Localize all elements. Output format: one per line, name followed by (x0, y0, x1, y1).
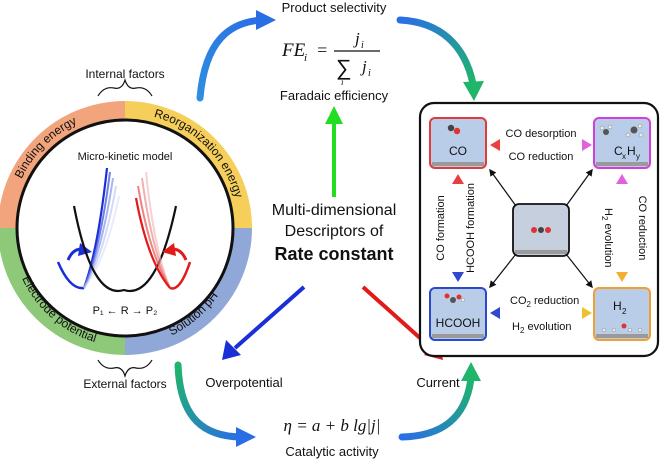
edge-co-cxhy: CO desorption CO reduction (490, 128, 592, 163)
cxhy-c: C (614, 144, 623, 158)
sigma-subscript: i (341, 77, 344, 87)
node-h2: H 2 (593, 287, 651, 341)
tafel-formula: η = a + b lg|j| (284, 416, 381, 435)
external-brace (97, 359, 153, 379)
blue-arrow-overpotential (222, 285, 306, 360)
co-reduction-right-label: CO reduction (636, 196, 648, 261)
h2-h: H (613, 299, 622, 313)
numerator-sub: i (361, 40, 364, 51)
cxhy-x: x (622, 152, 626, 161)
co-formation-label: CO formation (435, 195, 447, 260)
denominator-j: j (360, 57, 367, 76)
hcooh-label: HCOOH (436, 316, 481, 330)
hcooh-c (450, 297, 456, 303)
cxhy-atom-b (599, 125, 605, 131)
h2-evolution-bottom-label: H2 evolution (512, 321, 572, 335)
node-co2-center (512, 203, 570, 257)
denominator-sub: i (368, 68, 371, 79)
faradaic-efficiency-label: Faradaic efficiency (280, 88, 389, 103)
red-parabola-fan (134, 171, 192, 290)
h2-adatom-3 (627, 327, 633, 333)
internal-brace (97, 77, 153, 97)
co-o-atom (453, 127, 461, 135)
cxhy-y: y (636, 152, 640, 161)
cxhy-atom-a (603, 129, 609, 135)
edge-co-hcooh: CO formation HCOOH formation (435, 174, 477, 282)
node-co: CO (429, 117, 487, 169)
arrow-center-to-co (489, 168, 517, 207)
internal-factors-label: Internal factors (85, 67, 164, 81)
h2-adatom-1 (601, 327, 607, 333)
cxhy-h: H (627, 144, 636, 158)
arrow-center-to-h2 (565, 253, 593, 289)
co-reduction-top-label: CO reduction (509, 151, 574, 163)
cycle-arrow-top-left (196, 10, 276, 102)
h2-water-o (621, 323, 627, 329)
catalytic-activity-label: Catalytic activity (285, 444, 379, 459)
green-arrow-up (325, 106, 343, 197)
cycle-arrow-bottom-left (174, 361, 256, 447)
co2-o2 (545, 227, 551, 233)
sigma-symbol: ∑ (336, 55, 352, 80)
cxhy-atom-f (625, 132, 631, 138)
h2-adatom-2 (611, 327, 617, 333)
product-selectivity-title: Product selectivity (282, 0, 387, 15)
co-c-atom (447, 124, 455, 132)
fe-subscript: i (304, 52, 307, 64)
co2-o1 (531, 227, 537, 233)
cycle-arrow-bottom-right (398, 362, 481, 441)
cycle-arrow-top-right (396, 16, 484, 101)
cxhy-atom-c (607, 124, 613, 130)
node-hcooh: HCOOH (429, 287, 487, 341)
co-desorption-label: CO desorption (506, 128, 577, 140)
center-line-2: Descriptors of (285, 223, 384, 240)
ring-binding-energy (0, 101, 125, 228)
black-parabola (72, 205, 178, 293)
co2-c (538, 227, 544, 233)
edge-cxhy-h2: CO reduction H2 evolution (600, 174, 648, 282)
ring-solution-ph (125, 228, 252, 355)
hcooh-formation-label: HCOOH formation (465, 183, 477, 273)
co2-reduction-label: CO2 reduction (510, 295, 579, 309)
center-line-1: Multi-dimensional (272, 202, 397, 219)
blue-parabola-fan (56, 167, 120, 290)
center-line-3: Rate constant (274, 244, 393, 264)
hcooh-o1 (444, 293, 450, 299)
edge-hcooh-h2: CO2 reduction H2 evolution (490, 295, 592, 335)
cxhy-atom-g (638, 132, 644, 138)
overpotential-label: Overpotential (205, 375, 282, 390)
co-label: CO (449, 144, 467, 158)
fe-symbol: FE (281, 40, 306, 61)
h2-2: 2 (622, 307, 627, 316)
faradaic-efficiency-formula: FE i = j i ∑ i j i (281, 29, 380, 87)
micro-kinetic-title: Micro-kinetic model (78, 151, 173, 163)
h2-adatom-4 (637, 327, 643, 333)
path-label: P₁ ← R → P₂ (93, 305, 158, 317)
equals-sign: = (316, 40, 328, 60)
numerator-j: j (353, 29, 360, 48)
external-factors-label: External factors (83, 377, 166, 391)
hcooh-o2 (456, 294, 462, 300)
arrow-center-to-cxhy (565, 168, 593, 207)
ring-reorganization-energy (125, 101, 252, 228)
cxhy-atom-d (630, 126, 638, 134)
node-cxhy: C x H y (593, 117, 651, 169)
ring-electrode-potential (0, 228, 125, 355)
current-label: Current (416, 375, 460, 390)
arrow-center-to-hcooh (489, 253, 517, 289)
h2-evolution-right-label: H2 evolution (600, 208, 614, 268)
hcooh-h (460, 297, 466, 303)
cxhy-atom-e (637, 123, 643, 129)
